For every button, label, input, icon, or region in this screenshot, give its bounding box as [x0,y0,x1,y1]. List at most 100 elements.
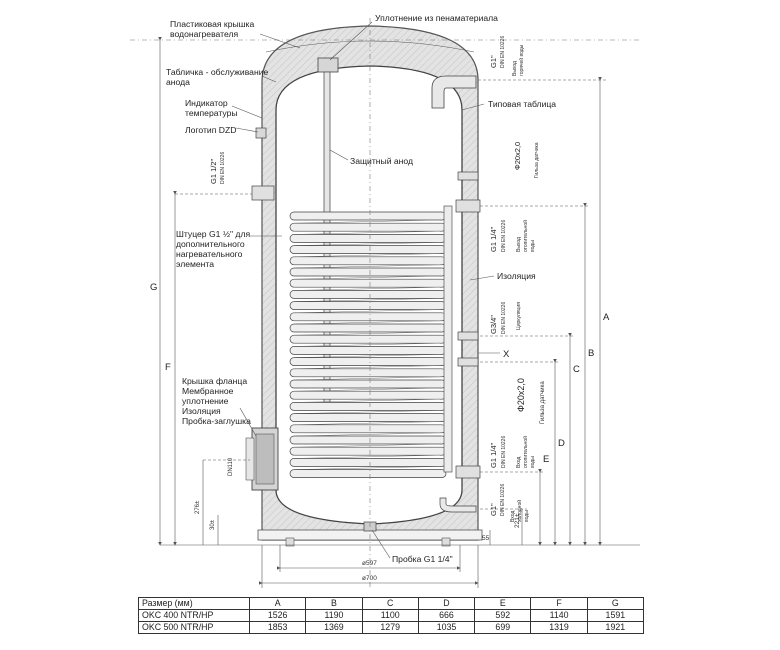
label-service-plate-1: Табличка - обслуживание [166,67,268,77]
table-cell: 1279 [361,621,419,634]
dim-B: B [588,348,594,359]
coil-turn [289,435,447,445]
dim-221: 221± [514,513,521,528]
dim-d597: ø597 [362,560,377,567]
svg-text:G1": G1" [489,55,498,68]
label-temp-indicator-1: Индикатор [185,98,228,108]
svg-text:DIN EN 10226: DIN EN 10226 [220,152,226,184]
label-flange-2: Мембранное [182,386,234,396]
table-header: C [361,597,419,610]
coil-turn [289,368,447,378]
coil-turn [289,390,447,400]
svg-text:Выход: Выход [512,61,518,76]
label-type-plate: Типовая таблица [488,99,556,109]
coil-turn [289,458,447,467]
table-cell: 1100 [361,609,419,622]
coil-turn [289,234,447,243]
coil-turn [289,256,447,266]
hot-outlet-spec: G1" DIN EN 10226 [489,36,506,68]
dim-D: D [558,438,565,449]
svg-text:отопительной: отопительной [522,436,529,468]
circulation-spec: G3/4" DIN EN 10226 [489,302,507,334]
svg-text:G1 1/4": G1 1/4" [489,442,498,468]
table-cell: OKC 500 NTR/HP [138,621,250,634]
table-cell: 1591 [586,609,645,622]
table-cell: 1853 [248,621,307,634]
coil-turn [289,402,447,411]
coil-link [295,253,441,258]
coil-link [295,432,441,437]
sensor-mid-desc: Гильза датчика [540,381,546,424]
coil-turn [289,346,447,355]
anode-cap [317,57,339,73]
coil-turn [289,446,447,456]
dim-F: F [165,362,171,373]
table-header: D [417,597,476,610]
coil-link [295,331,441,336]
coil-link [295,466,441,470]
heat-outlet-desc: Выход отопительной воды [516,220,536,252]
label-plastic-cover-1: Пластиковая крышка [170,19,254,29]
label-protective-anode: Защитный анод [350,156,413,166]
sensor-mid-spec: Ф20x2,0 [516,378,526,412]
coil-turn [289,290,447,299]
coil-turn [289,222,447,232]
coil-link [295,286,441,291]
svg-text:Гильза датчика: Гильза датчика [534,142,540,178]
dim-d700: ø700 [362,575,377,582]
label-drain-plug: Пробка G1 1/4" [392,554,453,564]
svg-text:воды: воды [530,240,536,252]
table-header: G [586,597,645,610]
coil-link [295,443,441,448]
size-table: Размер (мм) A B C D E F G OKC 400 NTR/HP… [138,597,645,634]
table-header-row: Размер (мм) A B C D E F G [138,597,645,610]
label-plastic-cover-2: водонагревателя [170,29,238,39]
heat-outlet-spec: G1 1/4" DIN EN 10226 [489,220,507,252]
svg-text:DIN EN 10226: DIN EN 10226 [501,302,507,334]
coil-turn [289,312,447,322]
table-cell: OKC 400 NTR/HP [138,609,250,622]
coil-turn [289,424,447,434]
coil-turn [289,211,447,221]
svg-text:G3/4": G3/4" [489,315,498,334]
table-header: A [248,597,307,610]
coil-turn [289,357,447,366]
left-fitting-spec: G1 1/2" DIN EN 10226 [209,152,226,184]
coil-link [295,410,441,414]
label-foam-seal: Уплотнение из пенаматериала [375,13,498,23]
svg-text:Гильза датчика: Гильза датчика [540,381,546,424]
coil-link [295,421,441,426]
coil-link [295,376,441,381]
table-cell: 1921 [586,621,645,634]
table-cell: 592 [474,609,532,622]
hot-outlet-desc: Выход горячей воды [512,44,525,76]
coil-link [295,354,441,358]
table-cell: 666 [417,609,476,622]
coil-link [295,298,441,302]
table-cell: 1140 [530,609,588,622]
label-service-plate-2: анода [166,77,190,87]
label-logo: Логотип DZD [185,125,236,135]
coil-link [295,264,441,269]
table-cell: 1319 [530,621,588,634]
coil-turn [289,267,447,277]
table-header: F [530,597,588,610]
dim-A: A [603,312,610,323]
dim-E: E [543,454,549,465]
table-cell: 1526 [248,609,307,622]
dim-30-label: 30± [210,519,216,530]
svg-text:Ф20x2,0: Ф20x2,0 [516,378,526,412]
svg-text:DIN EN 10226: DIN EN 10226 [501,220,507,252]
table-cell: 1190 [305,609,363,622]
cold-inlet-spec: G1" DIN EN 10226 [489,484,506,516]
svg-text:G1": G1" [489,503,498,516]
dim-276-label: 276± [195,500,201,514]
svg-text:G1 1/2": G1 1/2" [209,158,218,184]
coil-turn [289,278,447,288]
table-cell: 1035 [417,621,476,634]
svg-text:воды: воды [530,456,536,468]
svg-text:Вход: Вход [510,511,516,522]
sensor-top-desc: Гильза датчика [534,142,540,178]
coil-link [295,387,441,392]
dn-label: DN110 [228,457,234,476]
